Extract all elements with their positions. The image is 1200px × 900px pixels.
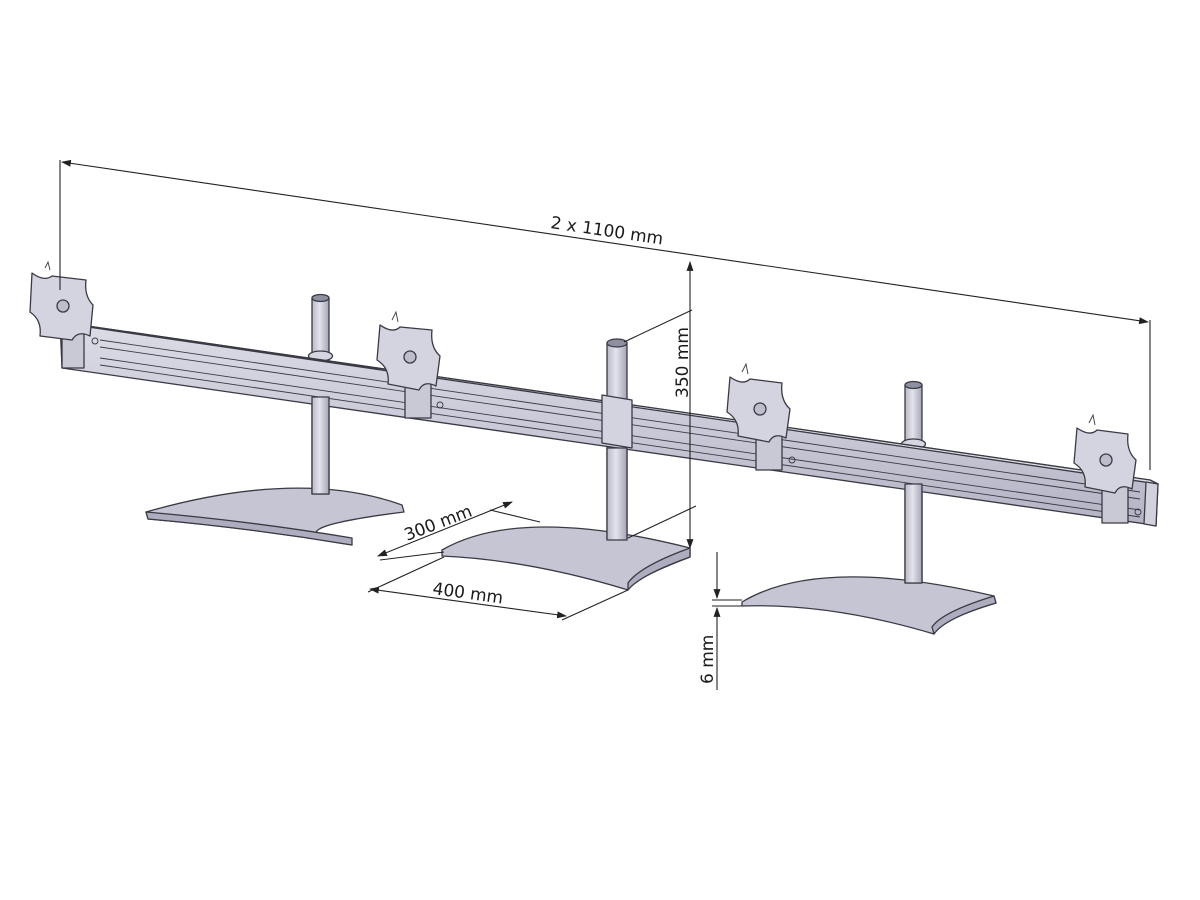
dimension-base-thickness bbox=[712, 552, 742, 690]
label-column-height: 350 mm bbox=[673, 327, 693, 398]
dimension-column-height bbox=[623, 261, 697, 549]
label-total-width: 2 x 1100 mm bbox=[549, 213, 664, 249]
base-left bbox=[145, 487, 405, 546]
label-base-width: 400 mm bbox=[431, 579, 504, 608]
vesa-mount-4 bbox=[1073, 413, 1142, 524]
dimension-base-width bbox=[367, 556, 629, 621]
vesa-mount-2 bbox=[376, 310, 444, 419]
middle-clamp bbox=[601, 394, 633, 541]
vesa-mount-3 bbox=[726, 362, 796, 471]
dimension-total-width bbox=[59, 159, 1151, 470]
pole-left-lower bbox=[311, 396, 330, 495]
base-right bbox=[741, 576, 997, 635]
pole-right-lower bbox=[904, 483, 923, 584]
label-base-thickness: 6 mm bbox=[698, 635, 718, 684]
dimension-base-depth bbox=[377, 501, 541, 561]
base-middle bbox=[441, 526, 691, 591]
